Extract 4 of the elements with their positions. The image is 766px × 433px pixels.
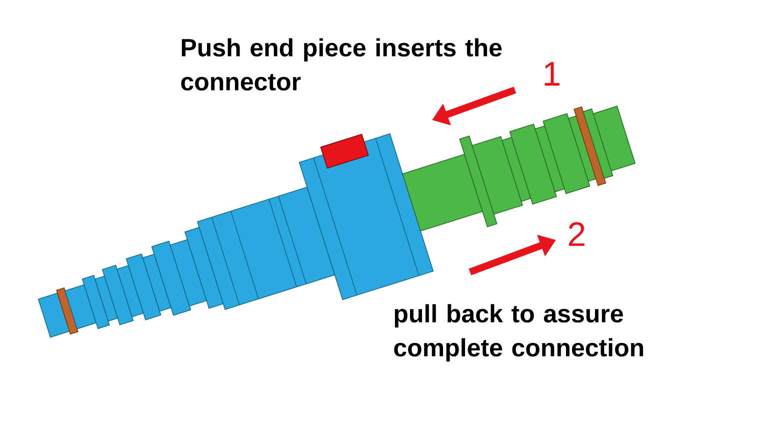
step-number: 2 (568, 222, 584, 246)
bold-caption: pull back to assure complete connection (394, 304, 644, 362)
step-number: 1 (544, 62, 560, 86)
bold-caption: Push end piece inserts the connector (181, 38, 502, 91)
